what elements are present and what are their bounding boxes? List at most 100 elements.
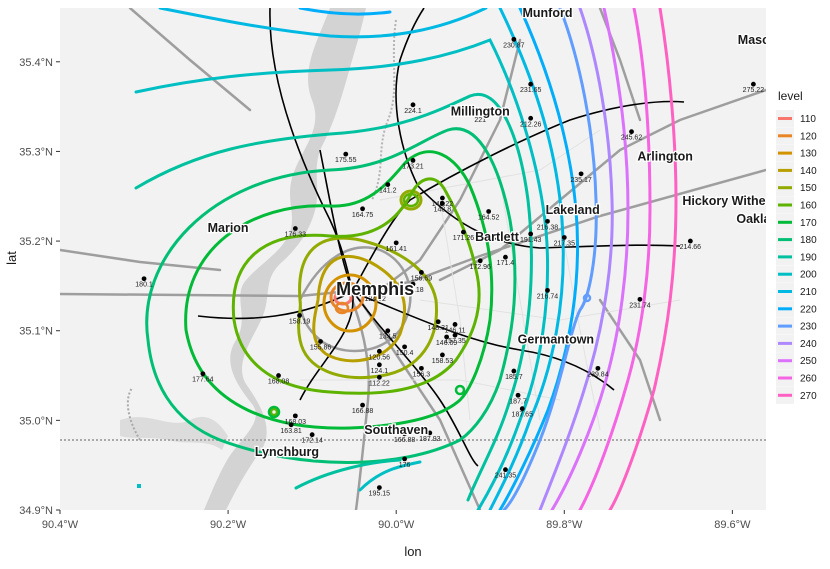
- contour-130: [322, 273, 378, 333]
- y-tick-label: 35.0°N: [19, 415, 53, 427]
- station-label: 221: [474, 117, 486, 124]
- station-point: [687, 238, 693, 244]
- contour-190: [134, 92, 533, 502]
- y-tick-label: 35.4°N: [19, 57, 53, 69]
- legend-label: 130: [800, 149, 817, 160]
- place-label: Millington: [451, 105, 510, 119]
- x-tick-label: 90.0°W: [378, 519, 415, 531]
- legend-label: 170: [800, 218, 817, 229]
- station-point: [452, 332, 458, 338]
- station-point: [561, 235, 567, 240]
- place-label: Southaven: [364, 423, 428, 437]
- station-point: [410, 281, 416, 287]
- x-tick-label: 89.6°W: [714, 519, 751, 531]
- legend: level 1101201301401501601701801902002102…: [776, 89, 817, 404]
- station-point: [511, 368, 517, 374]
- station-point: [486, 209, 492, 214]
- station-point: [435, 319, 441, 325]
- station-point: [503, 254, 508, 260]
- contour-180: [145, 127, 517, 464]
- contour-120: [334, 301, 350, 315]
- contour-170: [454, 384, 466, 396]
- place-label: Hickory Withe: [682, 194, 765, 208]
- station-label: 151.18: [402, 287, 424, 294]
- station-point: [402, 456, 407, 462]
- station-point: [276, 373, 281, 378]
- station-label: 231.65: [520, 87, 542, 94]
- station-point: [385, 328, 391, 334]
- station-label: 224.1: [404, 108, 422, 115]
- station-point: [309, 432, 315, 438]
- contour-230: [582, 293, 592, 303]
- station-point: [419, 270, 424, 275]
- station-point: [637, 296, 643, 302]
- station-label: 156.3: [413, 371, 431, 378]
- station-point: [385, 182, 391, 187]
- station-point: [372, 290, 378, 296]
- station-label: 166.88: [394, 437, 416, 444]
- contour-240: [538, 8, 614, 510]
- station-label: 185.7: [505, 374, 523, 381]
- station-label: 172.96: [470, 264, 492, 271]
- y-axis: 34.9°N35.0°N35.1°N35.2°N35.3°N35.4°N: [19, 57, 60, 517]
- contour-220: [298, 8, 580, 510]
- station-label: 235.17: [570, 177, 592, 184]
- station-point: [410, 157, 416, 163]
- station-point: [519, 406, 525, 412]
- contour-150: [399, 189, 423, 211]
- station-point: [297, 313, 302, 318]
- station-point: [376, 485, 382, 490]
- contour-270: [608, 8, 678, 510]
- legend-label: 150: [800, 183, 817, 194]
- contour-lines: [134, 8, 678, 510]
- station-point: [288, 422, 294, 428]
- station-point: [503, 467, 508, 473]
- station-label: 124.52: [364, 296, 386, 303]
- station-point: [440, 201, 445, 206]
- station-label: 112.22: [369, 380, 390, 387]
- station-point: [578, 171, 584, 177]
- station-label: 214.66: [680, 244, 702, 251]
- station-point: [343, 151, 349, 157]
- place-label: Memphis: [336, 279, 414, 299]
- station-point: [402, 344, 407, 350]
- station-label: 245.62: [621, 135, 643, 142]
- place-label: Lakeland: [546, 203, 600, 217]
- y-tick-label: 35.2°N: [19, 236, 53, 248]
- station-point: [376, 348, 382, 354]
- station-label: 133.5: [379, 334, 397, 341]
- stray-contour-point: [137, 484, 141, 488]
- legend-label: 220: [800, 304, 817, 315]
- station-point: [511, 36, 517, 42]
- x-tick-label: 90.2°W: [210, 519, 247, 531]
- station-point: [360, 206, 365, 212]
- place-label: Mason: [738, 33, 778, 47]
- station-label: 187.93: [419, 436, 441, 443]
- station-label: 230.87: [503, 42, 525, 49]
- contour-160: [402, 192, 420, 208]
- x-tick-label: 90.4°W: [42, 519, 79, 531]
- x-tick-label: 89.8°W: [546, 519, 583, 531]
- station-label: 217.35: [554, 240, 576, 247]
- station-label: 155.86: [310, 344, 332, 351]
- place-label: Marion: [208, 221, 249, 235]
- place-label: Bartlett: [475, 230, 520, 244]
- station-point: [376, 374, 382, 380]
- station-label: 176.33: [285, 232, 307, 239]
- station-label: 157.35: [444, 338, 466, 345]
- station-point: [545, 218, 550, 224]
- station-label: 158.53: [432, 358, 454, 365]
- y-tick-label: 35.3°N: [19, 146, 53, 158]
- contour-170: [184, 150, 494, 430]
- contour-200: [134, 38, 549, 510]
- station-point: [545, 287, 550, 293]
- station-point: [528, 231, 534, 237]
- station-points: 230.87275.22231.65224.1221212.26245.6217…: [135, 36, 764, 498]
- station-label: 168.03: [285, 419, 307, 426]
- station-point: [292, 413, 298, 419]
- station-label: 164.52: [478, 214, 500, 221]
- legend-label: 110: [800, 114, 816, 125]
- station-label: 180.1: [135, 282, 153, 289]
- station-label: 164.75: [352, 212, 374, 219]
- station-point: [440, 352, 445, 358]
